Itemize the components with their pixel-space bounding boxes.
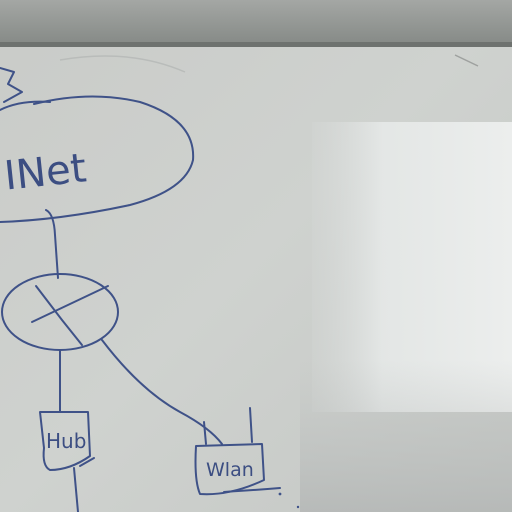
hub-downlink bbox=[73, 467, 79, 512]
partial-digit-mark bbox=[0, 67, 23, 103]
internet-cloud-outline bbox=[0, 95, 195, 223]
whiteboard-frame-edge bbox=[0, 42, 512, 47]
hub-box-tick bbox=[79, 457, 95, 467]
wlan-label: Wlan bbox=[206, 459, 254, 481]
wlan-antenna-right bbox=[249, 407, 253, 443]
cloud-router-link bbox=[45, 209, 59, 279]
eraser-smudge bbox=[59, 55, 186, 73]
wlan-base-stroke bbox=[223, 487, 281, 493]
wlan-box bbox=[194, 443, 265, 496]
hub-box bbox=[39, 411, 91, 471]
whiteboard-top-frame bbox=[0, 0, 512, 44]
router-cross-a bbox=[35, 285, 83, 346]
router-cross-b bbox=[31, 285, 109, 323]
wlan-antenna-left bbox=[203, 421, 207, 445]
internet-label: INet bbox=[2, 145, 88, 199]
marker-dot-2 bbox=[296, 505, 300, 509]
light-glare-shadow bbox=[300, 360, 512, 512]
router-wlan-link bbox=[101, 339, 223, 445]
hub-label: Hub bbox=[46, 429, 86, 453]
eraser-smudge-2 bbox=[454, 54, 479, 67]
marker-dot bbox=[278, 492, 282, 496]
internet-cloud-top-stroke bbox=[0, 100, 51, 111]
